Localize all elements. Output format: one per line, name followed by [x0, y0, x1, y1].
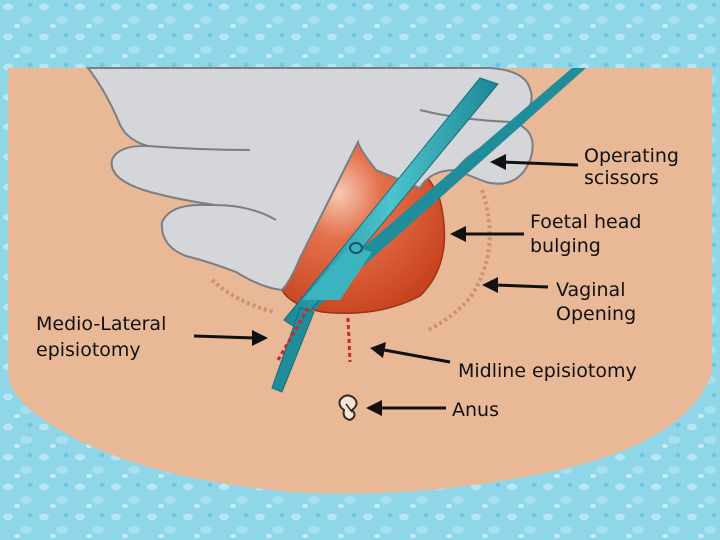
label-vaginal-opening-line2: Opening [556, 303, 636, 325]
label-medio-lateral-line1: Medio-Lateral [36, 313, 166, 335]
label-midline-episiotomy: Midline episiotomy [458, 360, 637, 382]
label-operating-scissors-line2: scissors [584, 167, 659, 189]
arrow-vaginal-opening [494, 285, 548, 287]
label-anus: Anus [452, 399, 499, 421]
arrow-medio-lateral [194, 336, 256, 338]
label-foetal-head-line2: bulging [530, 235, 601, 257]
label-foetal-head-line1: Foetal head [530, 211, 641, 233]
label-operating-scissors-line1: Operating [584, 145, 679, 167]
label-vaginal-opening-line1: Vaginal [556, 279, 625, 301]
label-medio-lateral-line2: episiotomy [36, 339, 141, 361]
